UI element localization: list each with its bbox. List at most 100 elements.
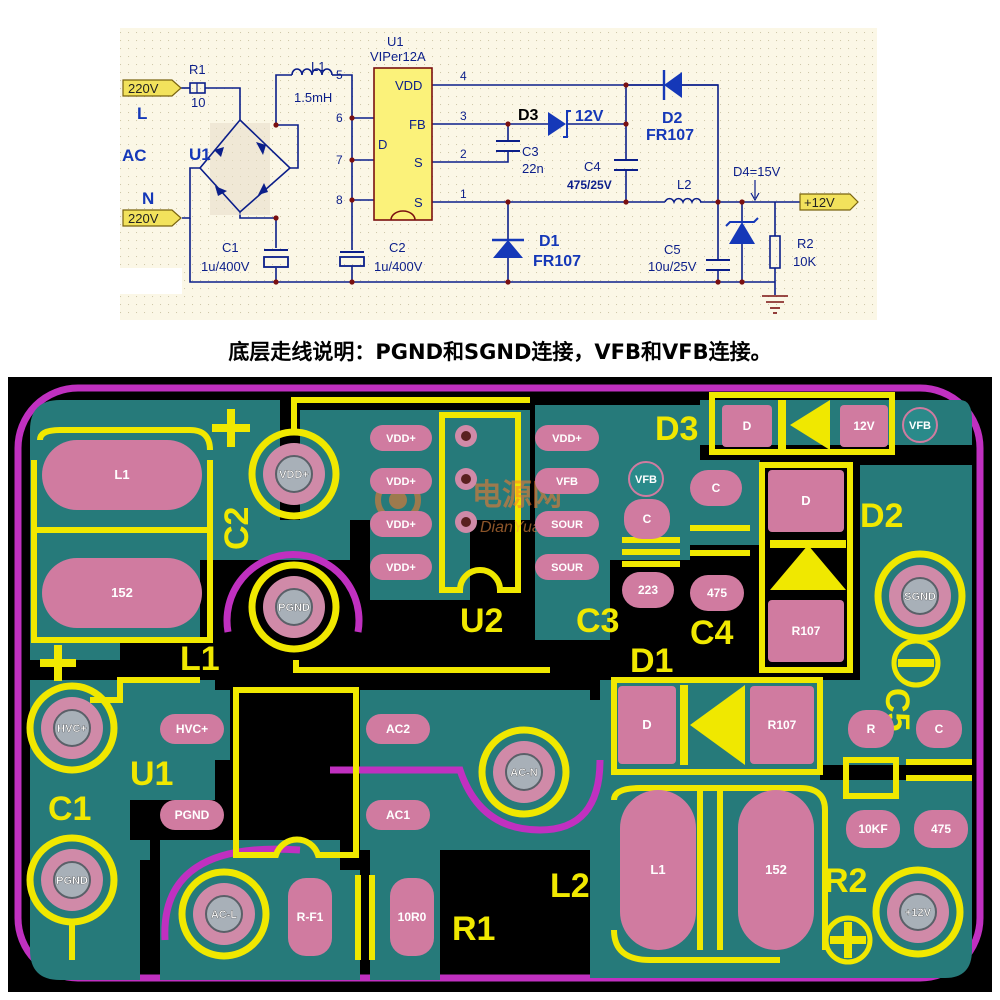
svg-text:1: 1 (460, 187, 467, 201)
svg-text:R107: R107 (768, 718, 797, 732)
u2-pin-hole (455, 468, 477, 490)
svg-text:C1: C1 (222, 240, 239, 255)
viper12a-ic: U1 VIPer12A VDD FB D S S 5 6 7 8 4 3 2 1 (336, 34, 467, 221)
pad-d2-r107: R107 (768, 600, 844, 662)
silk-r1: R1 (452, 910, 495, 948)
pad-sour2: SOUR (535, 554, 599, 580)
d3-zener: D3 12V (518, 107, 604, 138)
svg-text:3: 3 (460, 109, 467, 123)
svg-text:1u/400V: 1u/400V (374, 259, 423, 274)
silk-r2: R2 (824, 862, 867, 900)
pad-vdd-r: VDD+ (535, 425, 599, 451)
silk-c3: C3 (576, 602, 619, 640)
svg-text:SGND: SGND (904, 591, 936, 603)
silk-l2: L2 (550, 867, 590, 905)
pad-r-pad: R (848, 710, 894, 748)
silkscreen-symbols (40, 400, 846, 765)
bridge-rectifier-u1: U1 (189, 118, 292, 215)
svg-text:VDD+: VDD+ (386, 433, 416, 445)
svg-text:R: R (867, 722, 876, 736)
pad-ac1: AC1 (366, 800, 430, 830)
svg-text:475/25V: 475/25V (567, 178, 612, 192)
svg-text:C2: C2 (389, 240, 406, 255)
pad-k10: 10KF (846, 810, 900, 848)
svg-text:PGND: PGND (175, 808, 210, 822)
c2-symbol: C2 1u/400V (339, 240, 423, 274)
svg-text:D4=15V: D4=15V (733, 164, 781, 179)
ground-icon (762, 295, 788, 314)
svg-text:D3: D3 (518, 107, 539, 124)
ac-label: AC (122, 146, 147, 165)
pad-acl: AC-L (178, 868, 270, 960)
svg-text:VDD+: VDD+ (386, 476, 416, 488)
n-label: N (142, 189, 154, 208)
board-outline (14, 384, 984, 982)
c4-symbol: C4 475/25V (567, 159, 638, 192)
pad-r10: 10R0 (390, 878, 434, 956)
pad-rf1: R-F1 (288, 878, 332, 956)
silk-d3: D3 (655, 410, 698, 448)
svg-text:VDD: VDD (395, 78, 422, 93)
pad-vdd2: VDD+ (370, 468, 432, 494)
pad-vdd-big: VDD+ (248, 428, 340, 520)
svg-text:152: 152 (765, 862, 787, 877)
svg-text:+12V: +12V (804, 195, 835, 210)
svg-text:L1: L1 (114, 467, 129, 482)
svg-text:5: 5 (336, 68, 343, 82)
svg-text:VIPer12A: VIPer12A (370, 49, 426, 64)
input-l-tag: 220V (122, 79, 182, 97)
svg-text:C4: C4 (584, 159, 601, 174)
svg-text:AC2: AC2 (386, 722, 410, 736)
svg-text:D: D (642, 717, 651, 732)
svg-text:C3: C3 (522, 144, 539, 159)
svg-text:SOUR: SOUR (551, 519, 583, 531)
svg-text:R2: R2 (797, 236, 814, 251)
svg-text:1u/400V: 1u/400V (201, 259, 250, 274)
svg-text:PGND: PGND (278, 602, 310, 614)
c5-symbol: C5 10u/25V (648, 242, 730, 274)
c1-symbol: C1 1u/400V (201, 240, 289, 274)
svg-text:AC1: AC1 (386, 808, 410, 822)
u2-pin-hole (455, 425, 477, 447)
svg-text:4: 4 (460, 69, 467, 83)
svg-text:FR107: FR107 (646, 127, 694, 144)
svg-text:10u/25V: 10u/25V (648, 259, 697, 274)
pad-sgnd: SGND (874, 550, 966, 642)
pad-d1-d: D (618, 686, 676, 764)
svg-text:L1: L1 (650, 862, 665, 877)
svg-text:1.5mH: 1.5mH (294, 90, 332, 105)
pad-vdd3: VDD+ (370, 511, 432, 537)
input-n-tag: 220V (122, 209, 182, 227)
r1-symbol: R1 10 (189, 62, 206, 110)
svg-text:475: 475 (707, 586, 727, 600)
svg-text:10R0: 10R0 (398, 910, 427, 924)
pad-p223: 223 (622, 572, 674, 608)
d4-zener: D4=15V (725, 164, 781, 244)
svg-text:S: S (414, 155, 423, 170)
svg-text:PGND: PGND (56, 875, 88, 887)
svg-text:HVC+: HVC+ (57, 723, 87, 735)
svg-text:AC-N: AC-N (510, 767, 538, 779)
silk-c1: C1 (48, 790, 91, 828)
silk-d2: D2 (860, 497, 903, 535)
schematic-wires (180, 74, 800, 295)
pad-c-pad1: C (624, 499, 670, 539)
d2-diode: D2 FR107 (646, 70, 694, 144)
svg-text:VFB: VFB (909, 420, 931, 432)
pad-l1-bot: 152 (42, 558, 202, 628)
pad-ac2: AC2 (366, 714, 430, 744)
svg-text:7: 7 (336, 153, 343, 167)
pad-l2-b: 152 (738, 790, 814, 950)
silk-u2: U2 (460, 602, 503, 640)
output-tag: +12V (799, 193, 859, 211)
svg-text:R-F1: R-F1 (297, 910, 324, 924)
svg-text:C: C (712, 481, 721, 495)
svg-text:U1: U1 (387, 34, 404, 49)
pad-vdd1: VDD+ (370, 425, 432, 451)
pad-vdd4: VDD+ (370, 554, 432, 580)
svg-text:S: S (414, 195, 423, 210)
svg-text:FR107: FR107 (533, 253, 581, 270)
svg-text:6: 6 (336, 111, 343, 125)
svg-text:10KF: 10KF (858, 822, 887, 836)
